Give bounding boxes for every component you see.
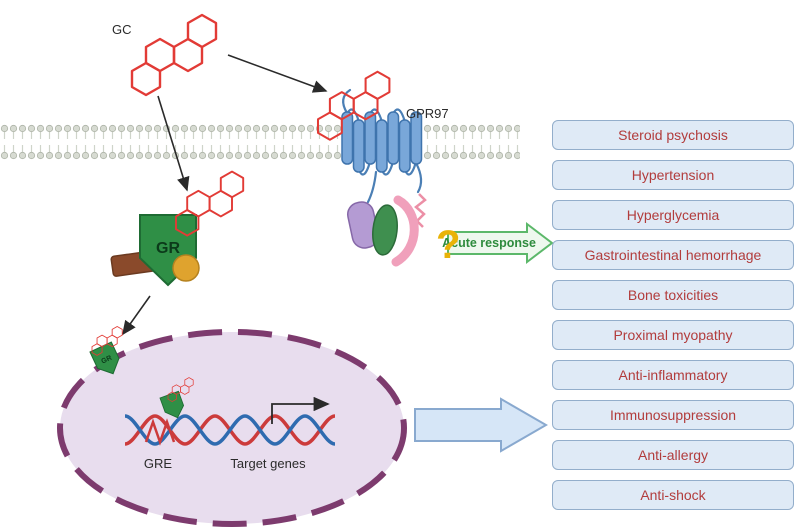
effect-box-hypertension: Hypertension (552, 160, 794, 190)
effect-box-anti-inflammatory: Anti-inflammatory (552, 360, 794, 390)
gre-site-zigzag (144, 418, 176, 446)
effects-list: Steroid psychosis Hypertension Hyperglyc… (552, 120, 794, 520)
gr-small-label: GR (100, 354, 113, 366)
gre-label: GRE (144, 456, 173, 471)
arrow-gr-to-nucleus (122, 295, 151, 336)
arrow-gc-to-gr (157, 95, 190, 192)
gc-label: GC (112, 22, 132, 37)
effect-box-hyperglycemia: Hyperglycemia (552, 200, 794, 230)
gr-cofactor-ball (172, 254, 200, 282)
gr-on-dna (159, 390, 185, 419)
acute-response-label: Acute response (442, 236, 536, 250)
acute-response-arrow (447, 221, 554, 265)
effect-box-gastrointestinal-hemorrhage: Gastrointestinal hemorrhage (552, 240, 794, 270)
arrow-gc-to-gpr97 (227, 54, 328, 93)
question-mark: ? (436, 223, 460, 267)
effect-box-anti-shock: Anti-shock (552, 480, 794, 510)
g-protein (346, 195, 419, 267)
effect-box-immunosuppression: Immunosuppression (552, 400, 794, 430)
target-genes-label: Target genes (230, 456, 306, 471)
g-protein-beta (372, 204, 398, 256)
gc-molecule (130, 13, 218, 97)
effect-box-anti-allergy: Anti-allergy (552, 440, 794, 470)
gr-complex: GR (110, 170, 245, 287)
effect-box-proximal-myopathy: Proximal myopathy (552, 320, 794, 350)
dna-helix (124, 414, 336, 446)
cell-membrane (0, 123, 520, 161)
effect-box-steroid-psychosis: Steroid psychosis (552, 120, 794, 150)
effect-box-bone-toxicities: Bone toxicities (552, 280, 794, 310)
gr-label: GR (156, 240, 180, 257)
transcription-arrow (271, 396, 330, 424)
gpr97-label: GPR97 (406, 106, 449, 121)
g-protein-gamma (391, 195, 419, 267)
dna-strand-blue (124, 414, 336, 446)
gpr97-receptor (341, 88, 427, 228)
effects-block-arrow (414, 397, 548, 453)
